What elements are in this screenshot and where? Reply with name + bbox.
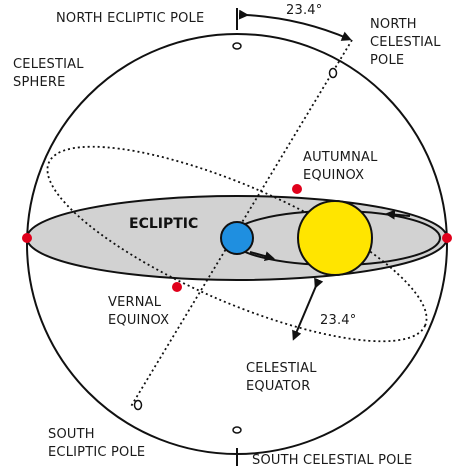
autumnal-equinox-label-line2: EQUINOX [303,168,364,183]
orbit-arrow-bottom [249,251,275,261]
bottom-angle-arrow [292,277,324,341]
ecliptic-label: ECLIPTIC [129,216,198,232]
north-celestial-pole-label-line1: NORTH [370,17,417,32]
vernal-equinox-dot [172,282,182,292]
vernal-equinox-label-line1: VERNAL [108,295,162,310]
north-ecliptic-pole-label: NORTH ECLIPTIC POLE [56,11,204,26]
celestial-axis [129,39,353,409]
south-celestial-pole-label: SOUTH CELESTIAL POLE [252,453,412,468]
ecliptic-right-dot [442,233,452,243]
autumnal-equinox-label-line1: AUTUMNAL [303,150,378,165]
orbit-arrow-top [385,209,411,220]
celestial-equator-label-line2: EQUATOR [246,379,310,394]
celestial-equator-label-line1: CELESTIAL [246,361,317,376]
south-ecliptic-pole-label-line1: SOUTH [48,427,95,442]
sun-icon [297,200,373,276]
vernal-equinox-label-line2: EQUINOX [108,313,169,328]
celestial-sphere-label-line1: CELESTIAL [13,57,84,72]
north-ecliptic-pole-marker [232,42,242,50]
celestial-sphere-label-line2: SPHERE [13,75,66,90]
top-angle-label: 23.4° [286,3,322,18]
south-ecliptic-pole-label-line2: ECLIPTIC POLE [48,445,145,460]
north-celestial-pole-label-line2: CELESTIAL [370,35,441,50]
autumnal-equinox-dot [292,184,302,194]
south-ecliptic-pole-marker [133,399,143,411]
celestial-equator-orbit [46,145,428,343]
top-angle-arc [238,9,352,41]
south-celestial-pole-marker [232,426,242,434]
earth-icon [220,221,254,255]
north-celestial-pole-label-line3: POLE [370,53,404,68]
ecliptic-left-dot [22,233,32,243]
north-celestial-pole-marker [328,67,338,79]
bottom-angle-label: 23.4° [320,313,356,328]
